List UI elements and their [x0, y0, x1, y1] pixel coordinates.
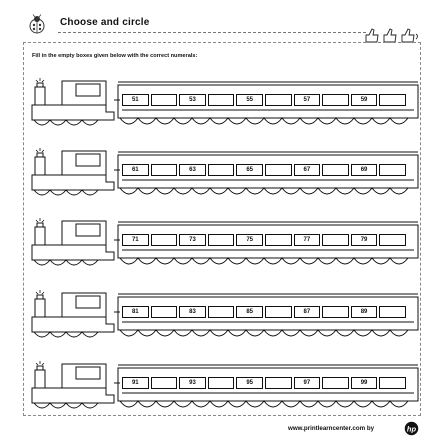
number-box-filled: 63 — [179, 164, 206, 176]
number-box-filled: 61 — [122, 164, 149, 176]
number-box-empty[interactable] — [379, 94, 406, 106]
number-box-empty[interactable] — [207, 377, 235, 389]
ladybug-icon — [29, 14, 45, 34]
instruction-text: Fill in the empty boxes given below with… — [32, 53, 198, 59]
number-box-filled: 71 — [122, 234, 149, 246]
page-title: Choose and circle — [60, 17, 150, 28]
number-box-empty[interactable] — [207, 94, 235, 106]
number-box-filled: 97 — [293, 377, 321, 389]
number-box-empty[interactable] — [150, 377, 178, 389]
number-box-empty[interactable] — [322, 377, 349, 389]
number-box-empty[interactable] — [264, 164, 292, 176]
train-row: 51 53 55 57 59 — [30, 78, 419, 134]
number-box-empty[interactable] — [379, 234, 406, 246]
number-box-filled: 87 — [293, 306, 321, 318]
number-box-filled: 79 — [350, 234, 378, 246]
number-box-filled: 51 — [122, 94, 149, 106]
number-box-filled: 53 — [179, 94, 206, 106]
number-box-empty[interactable] — [322, 234, 349, 246]
number-box-empty[interactable] — [379, 306, 406, 318]
number-box-filled: 55 — [236, 94, 263, 106]
number-boxes: 91 93 95 97 99 — [122, 377, 406, 391]
number-box-empty[interactable] — [150, 234, 178, 246]
train-row: 61 63 65 67 69 — [30, 148, 419, 204]
train-drawing — [31, 290, 419, 338]
number-box-filled: 89 — [350, 306, 378, 318]
number-box-filled: 73 — [179, 234, 206, 246]
number-box-filled: 77 — [293, 234, 321, 246]
hp-logo-icon: hp — [404, 421, 419, 436]
number-boxes: 71 73 75 77 79 — [122, 234, 406, 248]
number-box-empty[interactable] — [264, 377, 292, 389]
number-boxes: 81 83 85 87 89 — [122, 306, 406, 320]
number-box-filled: 99 — [350, 377, 378, 389]
number-box-filled: 85 — [236, 306, 263, 318]
number-box-empty[interactable] — [150, 306, 178, 318]
number-box-filled: 75 — [236, 234, 263, 246]
train-row: 81 83 85 87 89 — [30, 290, 419, 346]
number-box-empty[interactable] — [264, 306, 292, 318]
thumbs-up-icon — [365, 28, 418, 43]
footer-site: www.printlearncenter.com by — [288, 425, 375, 432]
number-box-empty[interactable] — [207, 164, 235, 176]
number-box-filled: 91 — [122, 377, 149, 389]
number-box-empty[interactable] — [379, 377, 406, 389]
number-box-filled: 65 — [236, 164, 263, 176]
number-box-empty[interactable] — [322, 164, 349, 176]
number-boxes: 51 53 55 57 59 — [122, 94, 406, 108]
number-box-filled: 67 — [293, 164, 321, 176]
number-box-empty[interactable] — [264, 234, 292, 246]
train-row: 71 73 75 77 79 — [30, 218, 419, 274]
worksheet-frame — [23, 42, 421, 416]
number-box-empty[interactable] — [150, 164, 178, 176]
number-box-empty[interactable] — [322, 306, 349, 318]
number-box-empty[interactable] — [150, 94, 178, 106]
number-box-empty[interactable] — [379, 164, 406, 176]
train-drawing — [31, 218, 419, 266]
number-box-filled: 83 — [179, 306, 206, 318]
number-boxes: 61 63 65 67 69 — [122, 164, 406, 178]
train-drawing — [31, 78, 419, 126]
number-box-filled: 95 — [236, 377, 263, 389]
number-box-empty[interactable] — [264, 94, 292, 106]
title-divider — [58, 32, 366, 33]
number-box-empty[interactable] — [207, 234, 235, 246]
number-box-filled: 81 — [122, 306, 149, 318]
number-box-filled: 57 — [293, 94, 321, 106]
number-box-empty[interactable] — [322, 94, 349, 106]
number-box-filled: 93 — [179, 377, 206, 389]
number-box-empty[interactable] — [207, 306, 235, 318]
train-drawing — [31, 148, 419, 196]
svg-text:hp: hp — [407, 424, 417, 433]
train-row: 91 93 95 97 99 — [30, 361, 419, 417]
train-drawing — [31, 361, 419, 409]
number-box-filled: 59 — [350, 94, 378, 106]
number-box-filled: 69 — [350, 164, 378, 176]
